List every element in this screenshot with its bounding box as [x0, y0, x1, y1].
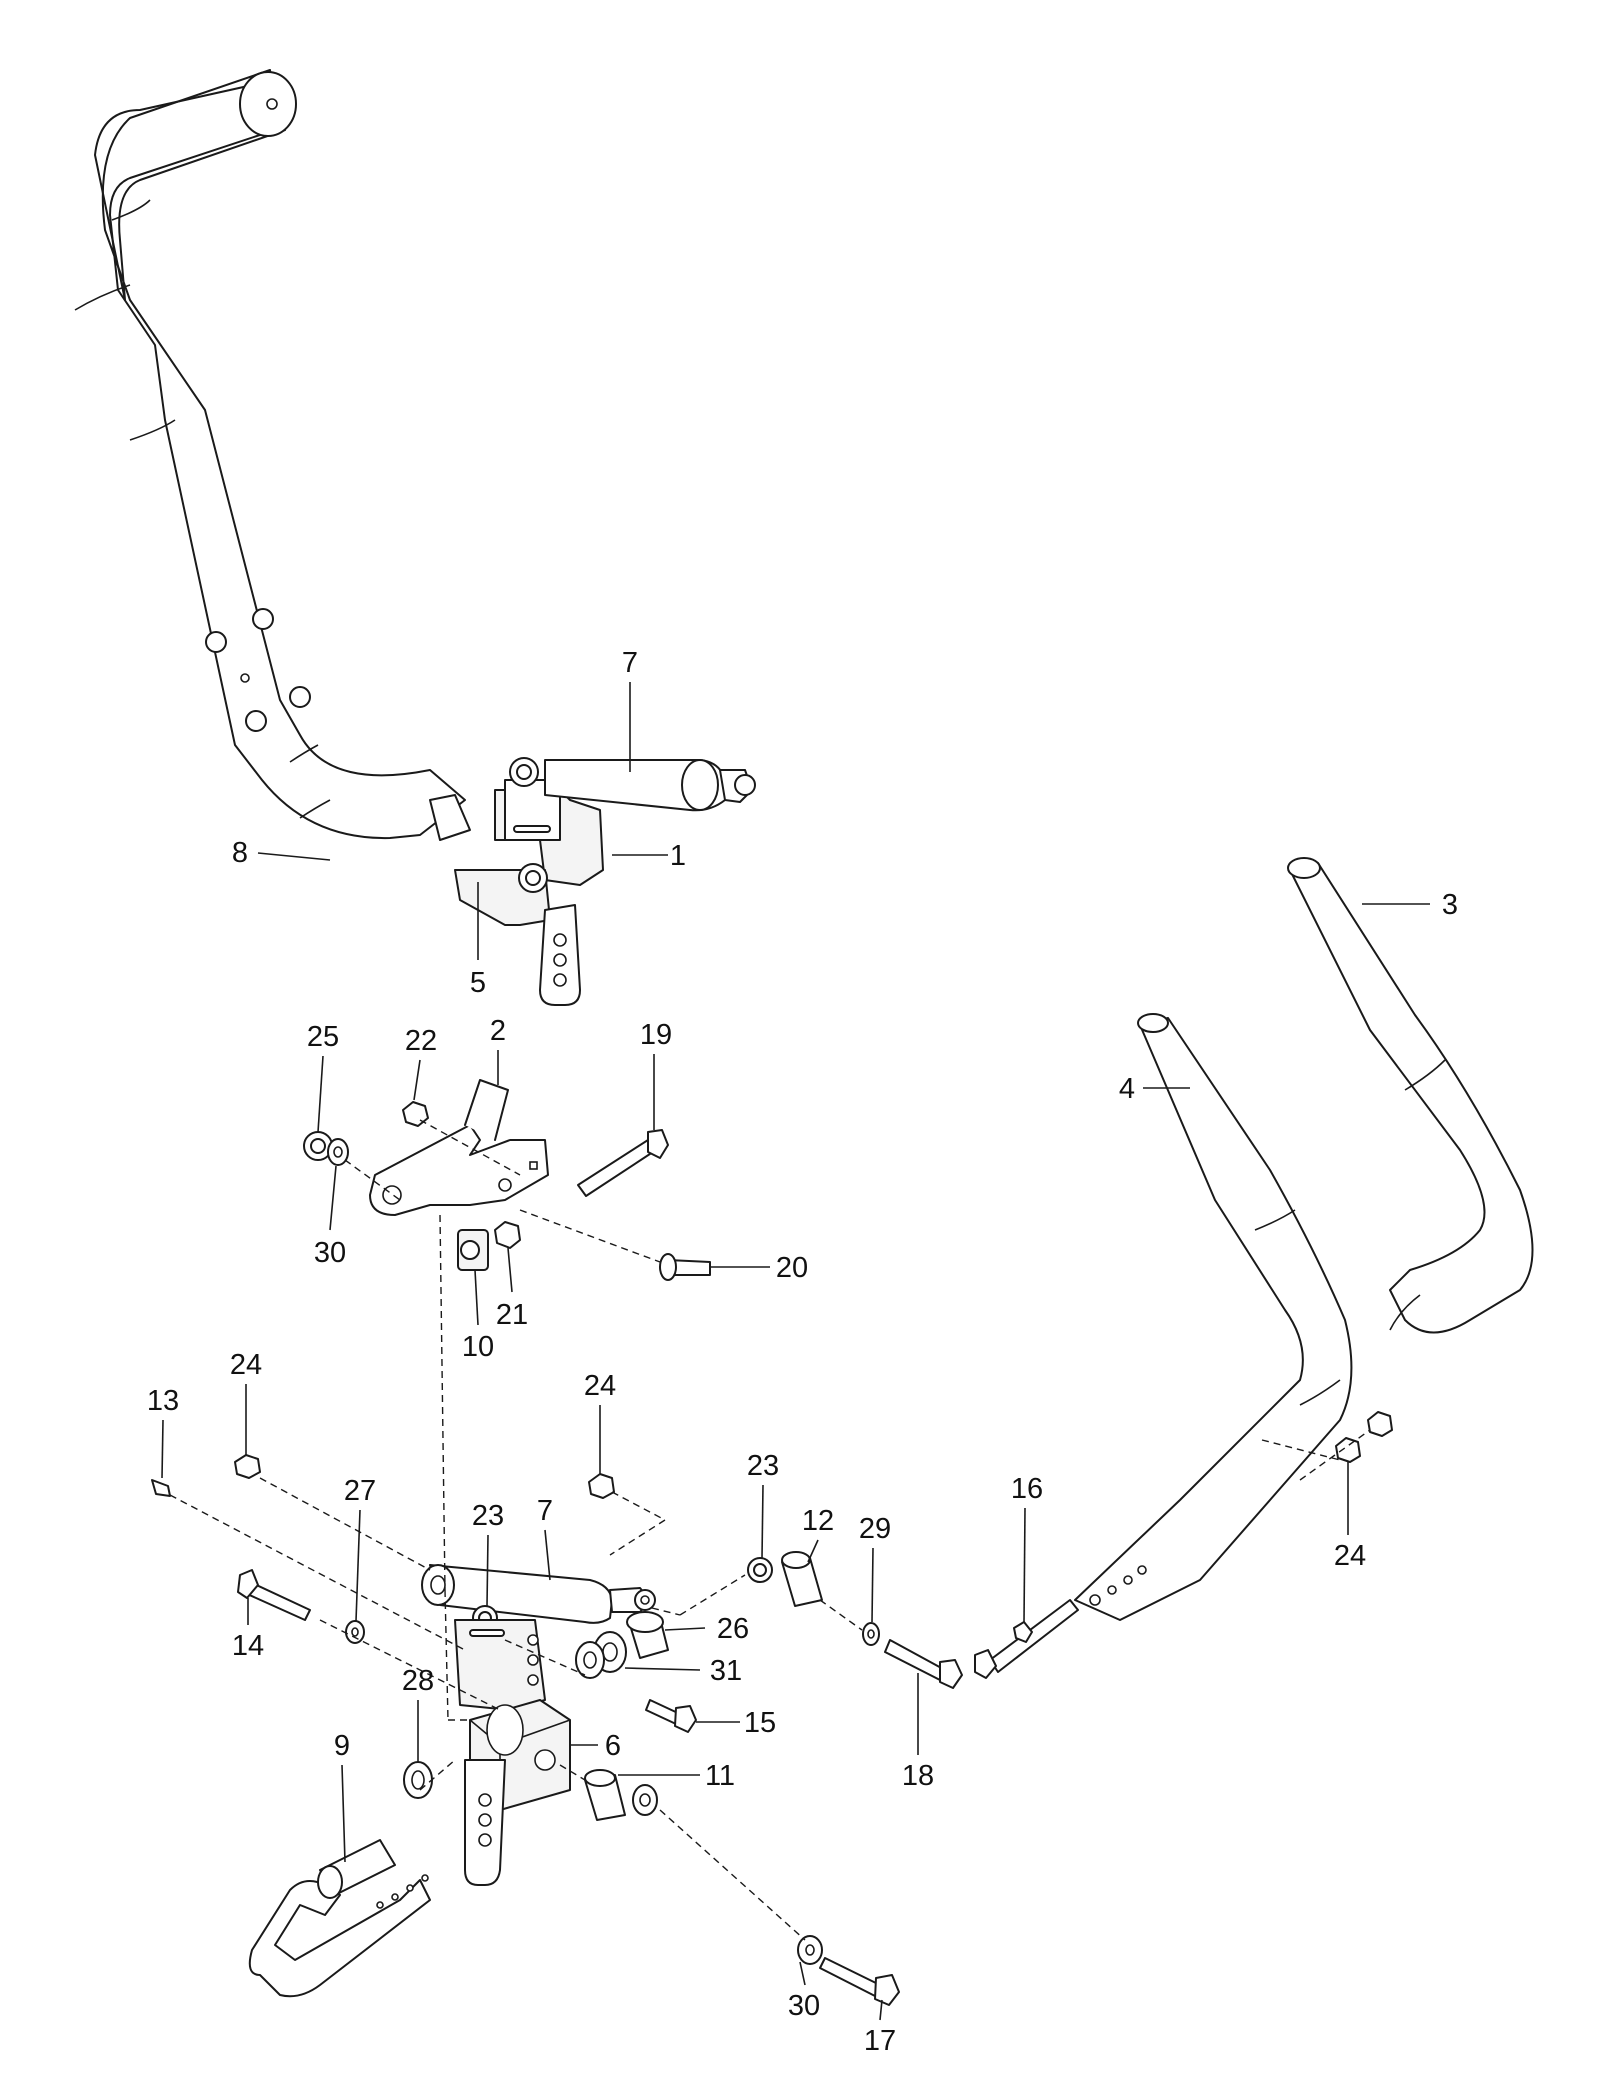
assembly-lines: [169, 1119, 1371, 1941]
callout-24-left: 24: [230, 1349, 262, 1381]
callout-29: 29: [859, 1513, 891, 1545]
callout-30-lower: 30: [788, 1990, 820, 2022]
callout-12: 12: [802, 1505, 834, 1537]
upper-bracket-assembly: [429, 757, 604, 1006]
handle-bar-upper: [74, 69, 466, 840]
hardware-lower: [151, 1411, 1393, 2006]
spring-cylinder-upper: [544, 759, 756, 812]
callout-11: 11: [705, 1760, 735, 1792]
callout-30-upper: 30: [314, 1237, 346, 1269]
callout-5: 5: [470, 967, 486, 999]
callout-16: 16: [1011, 1473, 1043, 1505]
mid-bracket: [369, 1079, 549, 1216]
lower-assembly: [248, 1564, 656, 1998]
callout-24-right: 24: [1334, 1540, 1366, 1572]
callout-8: 8: [232, 837, 248, 869]
callout-22: 22: [405, 1025, 437, 1057]
callout-2: 2: [490, 1015, 506, 1047]
callout-7-lower: 7: [537, 1495, 553, 1527]
callout-18: 18: [902, 1760, 934, 1792]
callout-4: 4: [1119, 1073, 1135, 1105]
callout-23-right: 23: [747, 1450, 779, 1482]
leader-lines: [161, 682, 1430, 2021]
callout-13: 13: [147, 1385, 179, 1417]
callout-20: 20: [776, 1252, 808, 1284]
callout-23-left: 23: [472, 1500, 504, 1532]
callout-3: 3: [1442, 889, 1458, 921]
callout-14: 14: [232, 1630, 264, 1662]
callout-19: 19: [640, 1019, 672, 1051]
callout-6: 6: [605, 1730, 621, 1762]
callout-21: 21: [496, 1299, 528, 1331]
callout-17: 17: [864, 2025, 896, 2057]
callout-15: 15: [744, 1707, 776, 1739]
callout-24-mid: 24: [584, 1370, 616, 1402]
callout-9: 9: [334, 1730, 350, 1762]
handle-bar-right-inner: [1074, 1013, 1353, 1621]
callout-labels: 7 1 8 5 3 4 25 22 2 19 30 10 21 20 13 24…: [147, 647, 1458, 2057]
callout-7-upper: 7: [622, 647, 638, 679]
handle-bar-right-outer: [1287, 857, 1534, 1334]
callout-28: 28: [402, 1665, 434, 1697]
callout-10: 10: [462, 1331, 494, 1363]
callout-26: 26: [717, 1613, 749, 1645]
callout-27: 27: [344, 1475, 376, 1507]
callout-1: 1: [670, 840, 686, 872]
hardware-upper: [303, 1101, 711, 1281]
callout-25: 25: [307, 1021, 339, 1053]
callout-31: 31: [710, 1655, 742, 1687]
